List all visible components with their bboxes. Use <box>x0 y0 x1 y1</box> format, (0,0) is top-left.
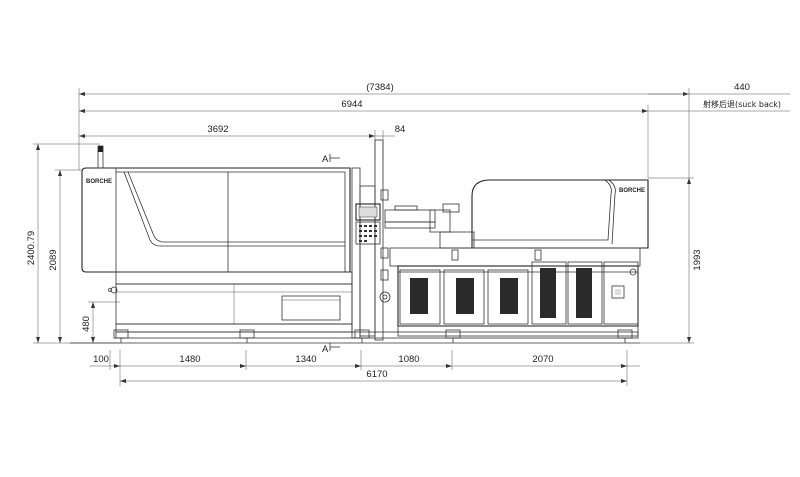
dim-segment-2: 1480 <box>179 354 200 365</box>
bottom-dimensions: 100 1480 1340 1080 2070 6170 <box>90 350 640 386</box>
foot-3 <box>354 329 370 339</box>
foot-2 <box>239 329 255 339</box>
clamp-brand-logo: BORCHE <box>86 179 112 185</box>
center-round-port-icon <box>379 291 391 303</box>
dim-machine-length: 6944 <box>341 99 362 110</box>
vent-grille-icon <box>410 278 428 314</box>
vent-grille-icon <box>500 278 518 314</box>
dim-overall-length: (7384) <box>366 82 393 93</box>
dim-clamp-length: 3692 <box>207 124 228 135</box>
dim-total-height: 2400.79 <box>26 231 37 265</box>
cabinet-panel-1 <box>399 269 441 325</box>
dim-clamp-offset: 84 <box>395 124 406 135</box>
section-mark-top: A <box>322 154 329 165</box>
main-switch-icon <box>611 285 625 299</box>
cabinet-panel-2 <box>443 269 485 325</box>
top-dimensions: (7384) 6944 440 射移后退(suck back) 3692 84 <box>78 82 790 178</box>
injection-unit: BORCHE <box>384 179 649 267</box>
vent-grille-icon <box>540 268 556 318</box>
cabinet-panel-3 <box>487 269 529 325</box>
hopper-icon <box>442 203 460 213</box>
control-keypad <box>355 221 381 245</box>
control-screen <box>355 203 381 221</box>
dim-segment-3: 1340 <box>295 354 316 365</box>
foot-5 <box>617 329 633 339</box>
dim-segment-1: 100 <box>93 354 109 365</box>
left-dimensions: 2400.79 2089 480 <box>26 143 120 344</box>
leveling-feet <box>113 329 633 343</box>
suck-back-label: 射移后退(suck back) <box>703 99 781 109</box>
dim-base-length: 6170 <box>366 369 387 380</box>
vent-grille-icon <box>576 268 592 318</box>
injection-brand-logo: BORCHE <box>619 188 645 194</box>
cabinet-row <box>397 261 639 337</box>
clamp-bolt-icon <box>110 286 118 294</box>
right-dimension: 1993 <box>640 177 703 344</box>
dim-segment-5: 2070 <box>532 354 553 365</box>
section-mark-bottom: A <box>322 344 329 355</box>
dim-injection-height: 1993 <box>692 249 703 270</box>
dim-suck-back-length: 440 <box>734 82 750 93</box>
dim-body-height: 2089 <box>48 249 59 270</box>
indicator-light-icon <box>629 268 637 276</box>
cabinet-panel-5 <box>567 261 603 325</box>
injection-cover <box>471 179 649 249</box>
clamping-unit: BORCHE <box>81 145 353 333</box>
cabinet-panel-6 <box>603 261 639 325</box>
foot-4 <box>445 329 461 339</box>
dim-base-height: 480 <box>81 316 92 332</box>
dim-segment-4: 1080 <box>398 354 419 365</box>
clamp-base-panel <box>281 295 341 321</box>
vent-grille-icon <box>456 278 474 314</box>
base-frame <box>113 329 639 343</box>
cabinet-panel-4 <box>531 261 567 325</box>
